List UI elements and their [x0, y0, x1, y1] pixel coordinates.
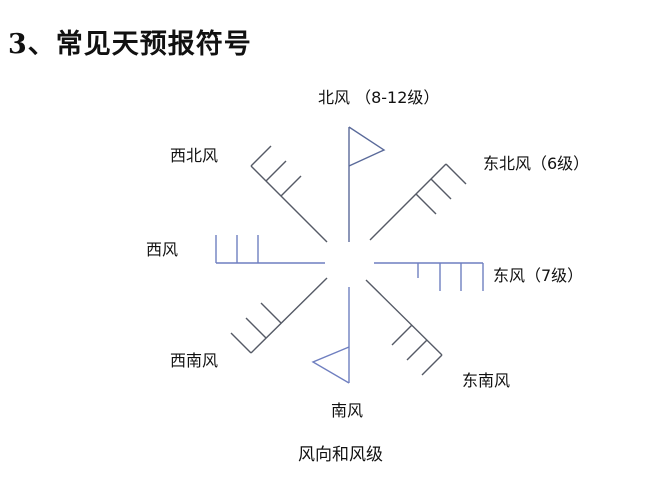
- section-title: 3、常见天预报符号: [8, 29, 252, 60]
- northwest-wind-label: 西北风: [170, 146, 219, 165]
- west-wind-label: 西风: [146, 240, 179, 259]
- north-wind-label: 北风 （8-12级）: [318, 88, 440, 107]
- southwest-wind-symbol: [230, 277, 328, 354]
- northeast-wind-symbol: [369, 163, 467, 241]
- east-wind-label: 东风（7级）: [493, 266, 584, 285]
- south-wind-label: 南风: [331, 401, 364, 420]
- south-wind-symbol: [311, 287, 350, 384]
- southwest-wind-label: 西南风: [170, 351, 219, 370]
- northwest-wind-symbol: [250, 145, 328, 243]
- west-wind-symbol: [215, 235, 325, 264]
- east-wind-symbol: [374, 262, 484, 291]
- diagram-caption: 风向和风级: [298, 445, 383, 465]
- southeast-wind-symbol: [365, 279, 443, 376]
- northeast-wind-label: 东北风（6级）: [483, 154, 590, 173]
- southeast-wind-label: 东南风: [462, 371, 511, 390]
- north-wind-symbol: [348, 126, 386, 242]
